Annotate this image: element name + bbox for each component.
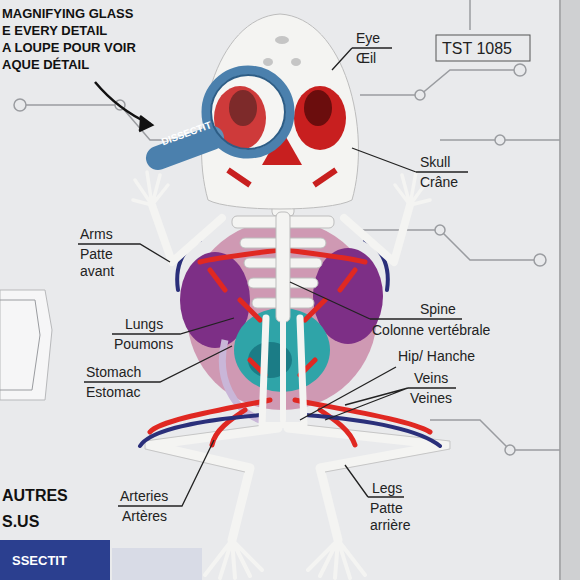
pelvis [280,322,286,420]
side-panel [0,540,110,580]
circuit-pattern [534,254,546,266]
leader-lines [325,388,456,420]
side-panel [0,300,40,390]
skull [304,90,332,126]
side-panel [112,548,202,580]
magnifier-arrow [139,116,152,131]
caption-text: S.US [2,512,39,531]
brand-logo: SSECTIT [12,553,67,569]
part-label: Arteries [120,488,168,505]
magnifier [206,70,290,154]
leg-bones [288,428,445,540]
part-label: Stomach [86,364,141,381]
arm-bones [152,205,222,262]
part-label: Skull [420,154,450,171]
skull [228,170,336,185]
side-panel [0,290,52,400]
part-label: Œil [356,50,376,67]
part-label: Veines [410,390,452,407]
arm-bones [344,205,410,262]
box-background [560,0,580,580]
circuit-pattern [415,90,425,100]
part-label: Lungs [125,316,163,333]
skull [275,36,289,44]
caption-text: MAGNIFYING GLASS [2,6,133,22]
caption-text: A LOUPE POUR VOIR [2,40,136,56]
skull [291,58,301,66]
part-label: Artères [122,508,167,525]
skull [294,86,346,150]
circuit-pattern [495,135,505,145]
leader-lines [300,367,396,420]
spine [232,200,334,322]
part-label: Hip/ Hanche [398,348,475,365]
circuit-pattern [505,445,515,455]
leader-lines [345,465,404,497]
leader-lines [290,282,462,319]
part-label: Spine [420,301,456,318]
circuit-pattern [435,225,445,235]
part-label: Poumons [114,336,173,353]
caption-text: E EVERY DETAIL [2,23,107,39]
veins [140,415,440,446]
part-label: Arms [80,226,113,243]
part-label: Crâne [420,174,458,191]
part-label: Patte avant [80,246,128,280]
leg-bones [150,428,445,540]
feet [205,540,262,578]
part-label: Colonne vertébrale [372,322,490,339]
circuit-pattern [20,105,185,140]
product-code: TST 1085 [442,39,512,58]
skull [263,58,273,66]
part-label: Veins [414,370,448,387]
leader-lines [118,440,214,506]
code-frame [436,35,530,61]
circuit-pattern [469,0,471,30]
leader-lines [352,148,468,172]
circuit-pattern [514,64,526,76]
pelvis [262,318,304,425]
leader-lines [78,48,468,506]
hands [133,172,168,205]
circuit-pattern [14,99,26,111]
feet [205,540,365,578]
spine [276,212,290,322]
pelvis [262,422,304,428]
caption-text: AUTRES [2,486,68,505]
skull [202,14,359,209]
leader-lines [332,48,392,70]
part-label: Legs [372,480,402,497]
part-label: Patte arrière [370,500,422,534]
part-label: Eye [356,30,380,47]
pelvis [262,318,304,425]
circuit-pattern [14,0,560,455]
magnifier [211,75,285,149]
circuit-pattern [360,70,520,95]
magnifier [158,70,290,158]
box-background [559,0,561,580]
caption-text: AQUE DÉTAIL [2,57,89,73]
skull [202,14,359,209]
feet [308,540,365,578]
part-label: Estomac [86,384,140,401]
magnifier-arrow [95,82,152,131]
